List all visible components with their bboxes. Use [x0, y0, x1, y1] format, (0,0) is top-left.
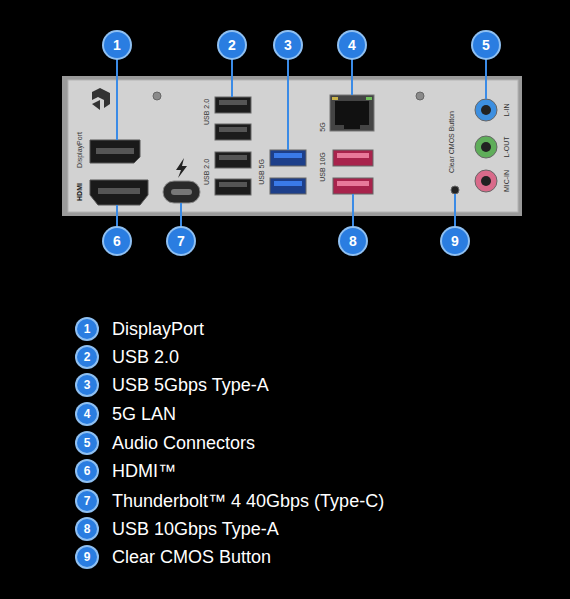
clear-cmos-button [451, 186, 459, 194]
callout-number: 6 [104, 228, 130, 254]
legend-text: DisplayPort [112, 318, 204, 340]
legend-text: USB 10Gbps Type-A [112, 518, 279, 540]
thunderbolt-icon [176, 158, 187, 178]
callout-number: 3 [77, 375, 97, 395]
port-label: HDMI [76, 183, 84, 201]
leader-lines [117, 58, 486, 228]
callout-number: 5 [77, 433, 97, 453]
callout-number: 1 [77, 319, 97, 339]
callout-number: 9 [77, 547, 97, 567]
callout-number: 7 [77, 491, 97, 511]
hdmi-port [90, 180, 148, 205]
usb2-ports [215, 97, 251, 195]
usb-5g-ports [270, 150, 306, 194]
legend-text: HDMI™ [112, 460, 176, 482]
callout-number: 8 [77, 519, 97, 539]
port-label: L-OUT [503, 137, 511, 158]
screw-hole [416, 92, 424, 100]
callout-number: 2 [77, 347, 97, 367]
displayport-tongue [96, 148, 134, 154]
port-label: DisplayPort [76, 132, 84, 168]
hdmi-tongue [98, 188, 140, 194]
port-label: MIC-IN [503, 170, 511, 192]
shield-plate [68, 80, 518, 212]
legend-text: Audio Connectors [112, 432, 255, 454]
legend-text: Clear CMOS Button [112, 546, 271, 568]
legend-text: USB 5Gbps Type-A [112, 374, 269, 396]
callout-number: 4 [339, 32, 365, 58]
callout-number: 1 [104, 32, 130, 58]
callout-number: 6 [77, 461, 97, 481]
screw-hole [153, 92, 161, 100]
port-label: USB 10G [319, 152, 327, 182]
callout-number: 7 [168, 228, 194, 254]
legend-text: 5G LAN [112, 403, 176, 425]
port-label: L-IN [503, 103, 511, 116]
callout-number: 4 [77, 404, 97, 424]
legend-text: Thunderbolt™ 4 40Gbps (Type-C) [112, 490, 384, 512]
port-label: USB 5G [258, 159, 266, 185]
audio-jacks [475, 99, 497, 192]
lan-port [330, 95, 374, 131]
port-label: USB 2.0 [203, 99, 211, 125]
callout-number: 8 [340, 228, 366, 254]
shield-frame [62, 76, 522, 216]
port-label: Clear CMOS Button [448, 111, 456, 173]
port-label: 5G [319, 122, 327, 131]
legend-text: USB 2.0 [112, 346, 179, 368]
callout-number: 2 [219, 32, 245, 58]
callout-number: 5 [473, 32, 499, 58]
usb-10g-ports [333, 150, 373, 194]
callout-number: 9 [442, 228, 468, 254]
displayport-port [90, 140, 140, 163]
type-c-port [163, 181, 200, 203]
brand-logo [92, 88, 110, 110]
type-c-tongue [171, 189, 192, 195]
callout-number: 3 [275, 32, 301, 58]
port-label: USB 2.0 [203, 159, 211, 185]
